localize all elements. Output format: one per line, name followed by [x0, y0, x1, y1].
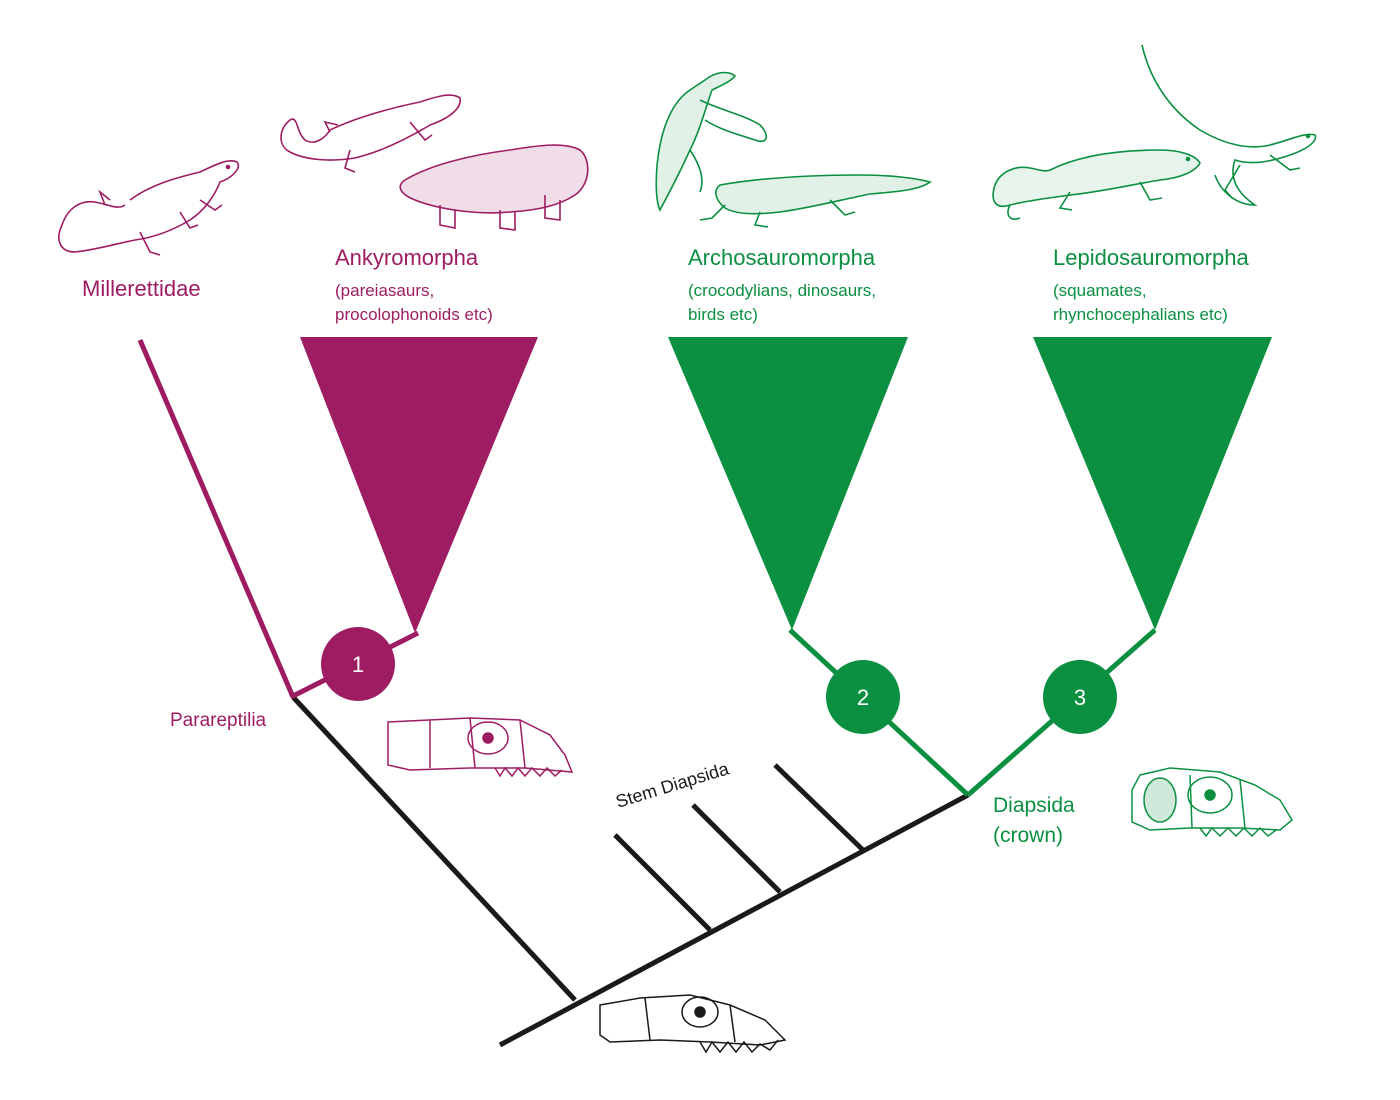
lepidosauromorpha-sub-1: (squamates, [1053, 281, 1147, 300]
lepidosauromorpha-triangle [1033, 337, 1272, 630]
stem-backbone [291, 695, 970, 1048]
archosauromorpha-label: Archosauromorpha [688, 245, 876, 270]
reptile-illustrations-ankyromorph [280, 94, 589, 231]
node-1-label: 1 [352, 652, 364, 677]
lepidosauromorpha-sub-2: rhynchocephalians etc) [1053, 305, 1228, 324]
node-2-label: 2 [857, 685, 869, 710]
stem-diapsid-branch-2 [691, 803, 782, 894]
ankyromorpha-label: Ankyromorpha [335, 245, 479, 270]
diapsida-crown-label: (crown) [993, 824, 1063, 847]
lizard-illustrations-lepidosaur [992, 44, 1317, 220]
node-2-circle [826, 660, 900, 734]
millerettidae-branch [137, 339, 296, 698]
parareptilia-clade: 1 [137, 337, 538, 701]
ankyromorpha-sub-1: (pareiasaurs, [335, 281, 434, 300]
ankyromorpha-sub-2: procolophonoids etc) [335, 305, 493, 324]
archosauromorpha-triangle [668, 337, 908, 630]
millerettidae-label: Millerettidae [82, 276, 201, 301]
diapsida-clade: 2 3 [668, 337, 1272, 797]
node-1-circle [321, 627, 395, 701]
parareptilia-label: Parareptilia [170, 710, 267, 731]
lizard-illustration-millerettid [58, 160, 239, 256]
skull-diapsid [1131, 767, 1293, 838]
bird-and-crocodile-illustrations [655, 71, 932, 228]
lepidosauromorpha-label: Lepidosauromorpha [1053, 245, 1249, 270]
stem-diapsid-branch-3 [773, 763, 867, 854]
archosauromorpha-sub-2: birds etc) [688, 305, 758, 324]
node-3-circle [1043, 660, 1117, 734]
parareptile-stem-branch [291, 695, 577, 1002]
stem-diapsida-label: Stem Diapsida [613, 758, 732, 812]
ankyromorpha-triangle [300, 337, 538, 633]
diapsida-label: Diapsida [993, 794, 1075, 817]
skull-basal-reptile [599, 994, 787, 1054]
stem-diapsid-branch-1 [613, 833, 712, 932]
root-branch [498, 792, 970, 1048]
node-3-label: 3 [1074, 685, 1086, 710]
archosauromorpha-sub-1: (crocodylians, dinosaurs, [688, 281, 876, 300]
skull-parareptile [387, 717, 574, 778]
